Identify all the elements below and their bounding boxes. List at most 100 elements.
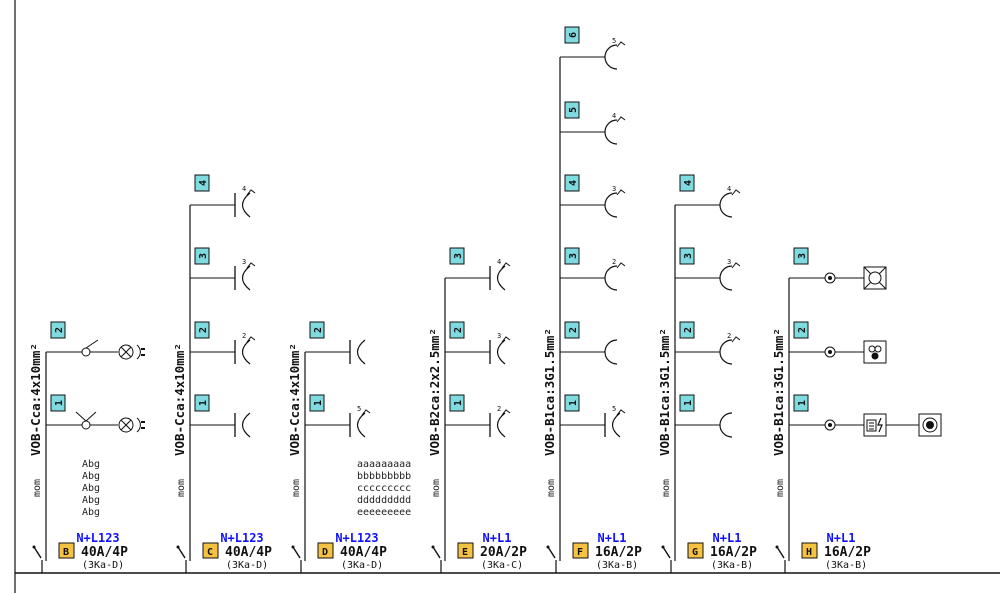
- output-number: 6: [568, 32, 579, 38]
- cable-spec: VOB-B2ca:2x2.5mm²: [427, 328, 442, 456]
- cable-spec: VOB-B1ca:3G1.5mm²: [771, 328, 786, 456]
- output-number-tag: [564, 321, 580, 339]
- breaker-type: (3Ka-D): [226, 560, 268, 571]
- output-number-tag: [194, 394, 210, 412]
- output-number: 4: [568, 180, 579, 186]
- output-number-tag: [449, 247, 465, 265]
- rating-label: 40A/4P: [340, 545, 387, 560]
- phase-label: N+L1: [483, 531, 512, 545]
- switch-count: 5: [612, 405, 616, 413]
- output-4: 44: [675, 174, 741, 218]
- breaker-type: (3Ka-D): [82, 560, 124, 571]
- note-text: ccccccccc: [357, 483, 411, 494]
- output-number: 1: [198, 400, 209, 406]
- output-number: 1: [453, 400, 464, 406]
- switch-count: 4: [497, 258, 501, 266]
- switch-count: 3: [242, 258, 246, 266]
- switch-count: 3: [497, 332, 501, 340]
- cable-spec: VOB-B1ca:3G1.5mm²: [542, 328, 557, 456]
- mom-label: mom: [176, 479, 187, 497]
- note-text: Abg: [82, 507, 100, 518]
- rating-label: 40A/4P: [81, 545, 128, 560]
- output-1: 1: [675, 394, 733, 438]
- circuit-id: C: [207, 547, 213, 558]
- circuit-c: VOB-Cca:4x10mm²momCN+L12340A/4P(3Ka-D)12…: [172, 174, 272, 573]
- mom-label: mom: [546, 479, 557, 497]
- output-number-tag: [679, 394, 695, 412]
- output-number-tag: [564, 26, 580, 44]
- switch-count: 5: [612, 37, 616, 45]
- switch-count: 4: [242, 185, 246, 193]
- phase-label: N+L123: [76, 531, 119, 545]
- phase-label: N+L1: [598, 531, 627, 545]
- rating-label: 16A/2P: [710, 545, 757, 560]
- output-number: 3: [198, 253, 209, 259]
- output-6: 65: [560, 26, 626, 70]
- breaker-type: (3Ka-C): [481, 560, 523, 571]
- output-4: 43: [560, 174, 626, 218]
- circuit-id: D: [322, 547, 328, 558]
- circuit-id: B: [63, 547, 69, 558]
- output-2: 22: [675, 321, 741, 365]
- note-text: ddddddddd: [357, 495, 411, 506]
- output-number: 3: [453, 253, 464, 259]
- mom-label: mom: [291, 479, 302, 497]
- output-number: 1: [683, 400, 694, 406]
- output-number-tag: [449, 321, 465, 339]
- circuit-id-tag: [317, 542, 334, 559]
- mom-label: mom: [775, 479, 786, 497]
- output-number: 1: [797, 400, 808, 406]
- output-number: 1: [313, 400, 324, 406]
- circuit-id-tag: [801, 542, 818, 559]
- output-3: 33: [190, 247, 256, 291]
- output-number: 3: [797, 253, 808, 259]
- circuit-id: E: [462, 547, 468, 558]
- output-number-tag: [194, 247, 210, 265]
- output-number-tag: [449, 394, 465, 412]
- phase-label: N+L123: [335, 531, 378, 545]
- phase-label: N+L1: [827, 531, 856, 545]
- circuit-id: F: [577, 547, 583, 558]
- output-number: 2: [797, 327, 808, 333]
- phase-label: N+L123: [220, 531, 263, 545]
- note-text: Abg: [82, 471, 100, 482]
- output-3: 33: [675, 247, 741, 291]
- switch-count: 2: [242, 332, 246, 340]
- circuit-id-tag: [457, 542, 474, 559]
- breaker-type: (3Ka-B): [596, 560, 638, 571]
- circuit-e: VOB-B2ca:2x2.5mm²momEN+L120A/2P(3Ka-C)12…: [427, 247, 527, 573]
- output-number: 4: [198, 180, 209, 186]
- output-number: 2: [568, 327, 579, 333]
- output-2: 23: [445, 321, 511, 365]
- output-2: 2: [789, 321, 887, 364]
- cable-spec: VOB-Cca:4x10mm²: [172, 343, 187, 456]
- note-text: bbbbbbbbb: [357, 471, 411, 482]
- cable-spec: VOB-Cca:4x10mm²: [287, 343, 302, 456]
- switch-count: 4: [612, 112, 616, 120]
- output-number-tag: [679, 174, 695, 192]
- circuit-h: VOB-B1ca:3G1.5mm²momHN+L116A/2P(3Ka-B)12…: [771, 247, 942, 573]
- switch-count: 2: [727, 332, 731, 340]
- output-number-tag: [679, 247, 695, 265]
- circuit-id-tag: [687, 542, 704, 559]
- output-4: 44: [190, 174, 256, 218]
- output-number: 1: [568, 400, 579, 406]
- output-3: 34: [445, 247, 511, 291]
- rating-label: 16A/2P: [595, 545, 642, 560]
- breaker-type: (3Ka-B): [711, 560, 753, 571]
- output-number: 1: [54, 400, 65, 406]
- output-2: 2: [560, 321, 618, 365]
- output-1: 1: [46, 394, 145, 433]
- note-text: Abg: [82, 495, 100, 506]
- output-1: 15: [560, 394, 626, 438]
- output-1: 15: [305, 394, 371, 438]
- circuit-id-tag: [202, 542, 219, 559]
- output-3: 3: [789, 247, 887, 290]
- output-number: 3: [568, 253, 579, 259]
- circuit-id: G: [692, 547, 698, 558]
- output-number: 2: [198, 327, 209, 333]
- note-text: Abg: [82, 459, 100, 470]
- output-1: 1: [190, 394, 251, 438]
- output-number-tag: [309, 321, 325, 339]
- switch-count: 4: [727, 185, 731, 193]
